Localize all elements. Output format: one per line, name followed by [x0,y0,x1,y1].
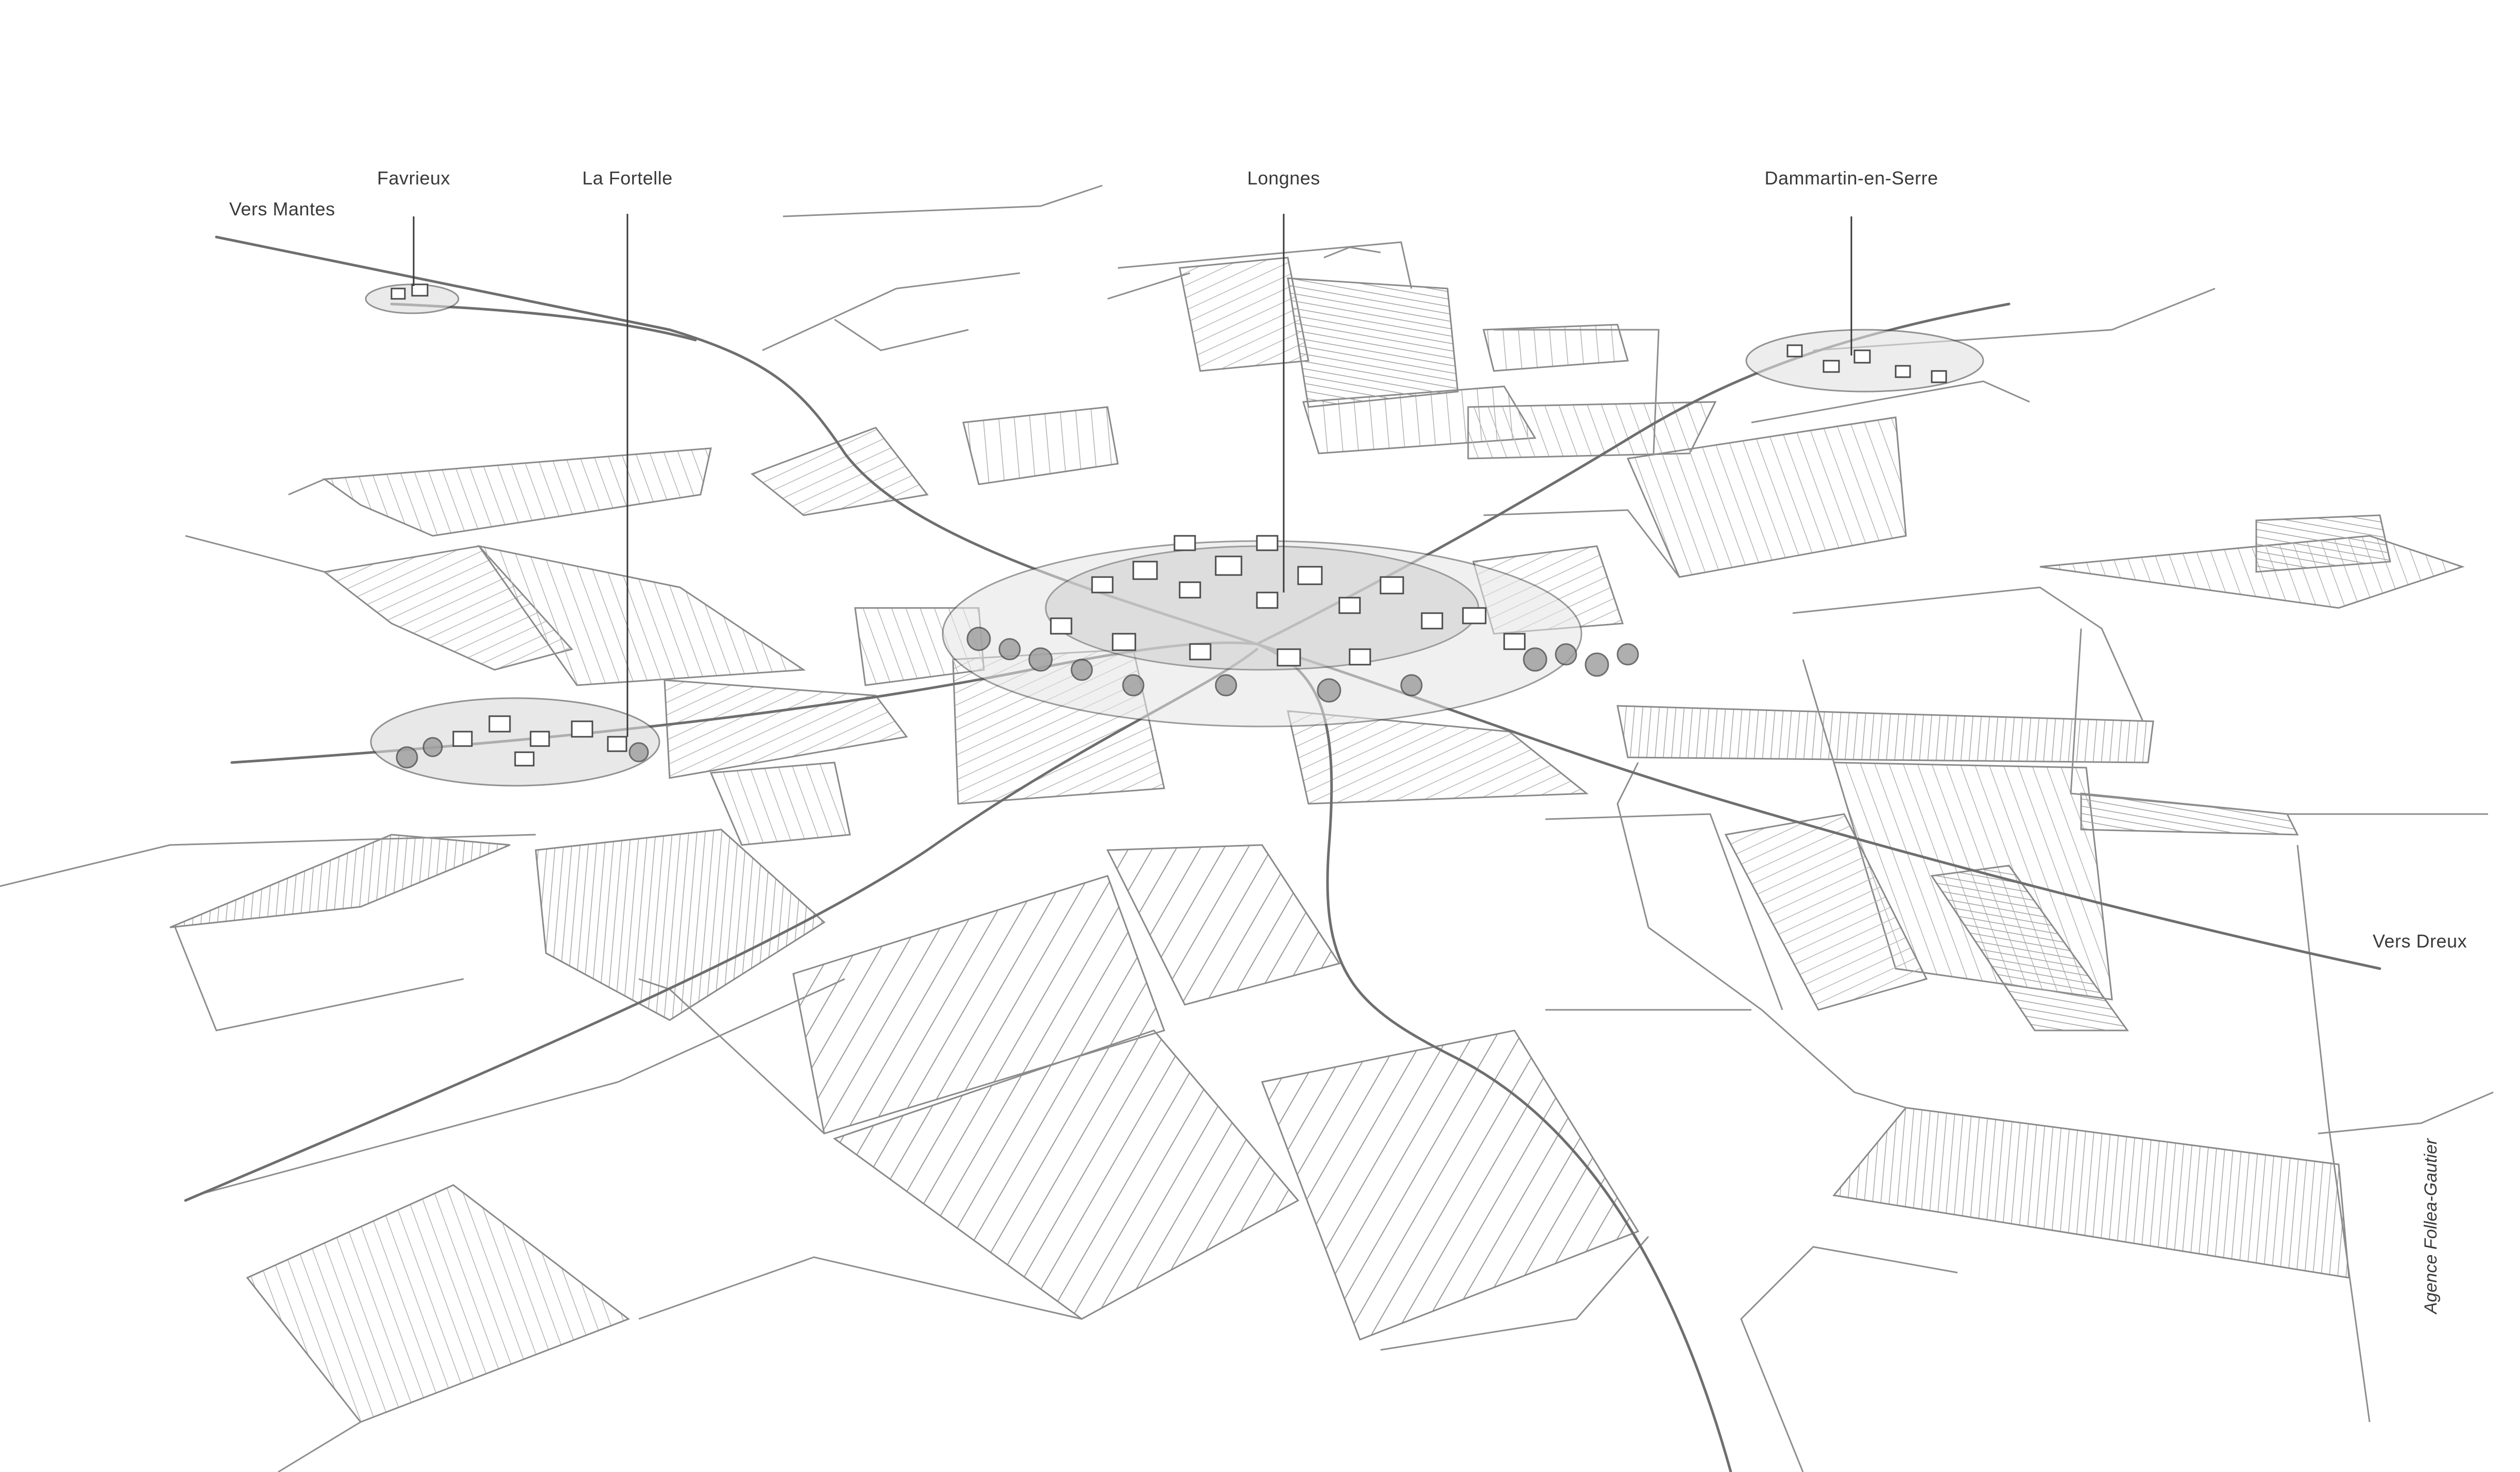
village-favrieux [365,283,459,314]
field-parcel [1261,1029,1640,1341]
field-parcel [1724,813,1928,1011]
field-parcel [1287,277,1459,408]
label-vers-dreux: Vers Dreux [2373,930,2467,952]
field-parcel [535,828,826,1021]
field-parcel [322,545,573,671]
label-la-fortelle: La Fortelle [582,167,673,189]
field-parcel [2255,514,2391,573]
field-parcel [751,427,929,516]
field-parcel [2080,792,2299,836]
credit-agence: Agence Follea-Gautier [2421,1138,2441,1314]
field-parcel [1832,1107,2350,1279]
field-parcel [322,447,712,537]
field-parcel [832,1029,1300,1320]
label-favrieux: Favrieux [377,167,451,189]
village-la-fortelle [370,697,660,787]
label-dammartin-en-serre: Dammartin-en-Serre [1764,167,1938,189]
field-boundaries [0,184,2494,1472]
label-leaders [413,214,1852,737]
field-parcel [2039,535,2465,609]
field-parcel [1616,705,2154,764]
field-parcels [169,257,2465,1423]
field-parcel [1287,710,1589,805]
field-parcel [792,875,1165,1135]
field-parcel [1179,257,1309,372]
field-parcel [1626,416,1907,578]
village-longnes [942,535,1639,727]
field-parcel [962,406,1119,485]
field-parcel [1483,324,1629,372]
field-parcel [1930,865,2129,1031]
field-parcel [709,762,851,846]
field-parcel [1106,844,1341,1006]
field-parcel [169,834,510,928]
field-parcel [246,1184,631,1423]
village-dammartin [1745,329,1984,393]
field-parcel [663,679,908,779]
label-longnes: Longnes [1247,167,1320,189]
field-parcel [477,545,806,686]
label-vers-mantes: Vers Mantes [229,198,335,219]
